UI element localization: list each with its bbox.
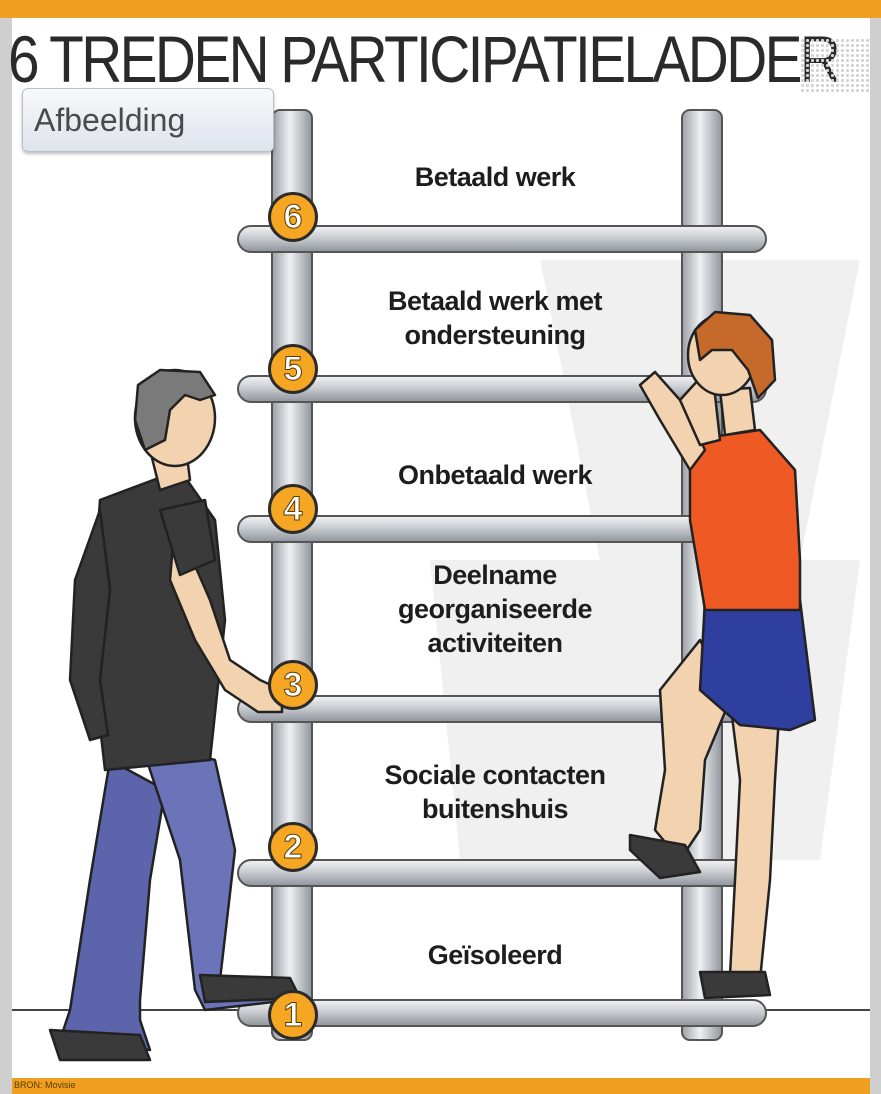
man-back-leg (58, 758, 167, 1052)
top-accent-bar (0, 0, 881, 18)
woman-shirt (688, 428, 802, 612)
rung-1 (237, 999, 767, 1027)
step-1-badge: 1 (268, 990, 318, 1040)
step-3-badge: 3 (268, 660, 318, 710)
rung-4 (237, 515, 767, 543)
woman-hair (693, 310, 777, 400)
afbeelding-tooltip-label: Afbeelding (34, 102, 186, 138)
woman-standing-leg (728, 698, 782, 982)
step-5-label: Betaald werk met ondersteuning (387, 286, 603, 350)
man-sleeve (158, 498, 217, 577)
woman-figure (628, 310, 817, 1000)
ladder-left-rail (271, 109, 313, 1041)
step-4-badge: 4 (268, 484, 318, 534)
woman-left-arm (638, 370, 707, 472)
woman-standing-shoe (698, 970, 772, 1000)
man-hair (133, 368, 217, 452)
page-title: 6 TREDEN PARTICIPATIELADDER (8, 22, 841, 96)
woman-raised-shoe (628, 833, 702, 880)
step-2-label: Sociale contacten buitenshuis (384, 760, 606, 824)
rung-6 (237, 225, 767, 253)
step-3-label: Deelname georganiseerde activiteiten (397, 560, 593, 658)
step-6-label: Betaald werk (414, 162, 576, 192)
man-back-shoe (48, 1028, 152, 1062)
man-back-arm (68, 508, 112, 742)
dot-pattern-decoration (800, 38, 870, 94)
step-1-label: Geïsoleerd (427, 940, 563, 970)
step-2-badge: 2 (268, 822, 318, 872)
source-credit: BRON: Movisie (14, 1080, 76, 1090)
afbeelding-tooltip (22, 88, 274, 152)
bottom-accent-bar (12, 1078, 870, 1094)
step-5-badge: 5 (268, 344, 318, 394)
step-4-label: Onbetaald werk (397, 460, 593, 490)
step-6-badge: 6 (268, 192, 318, 242)
ladder-rungs (237, 225, 767, 1027)
man-figure (48, 368, 302, 1062)
